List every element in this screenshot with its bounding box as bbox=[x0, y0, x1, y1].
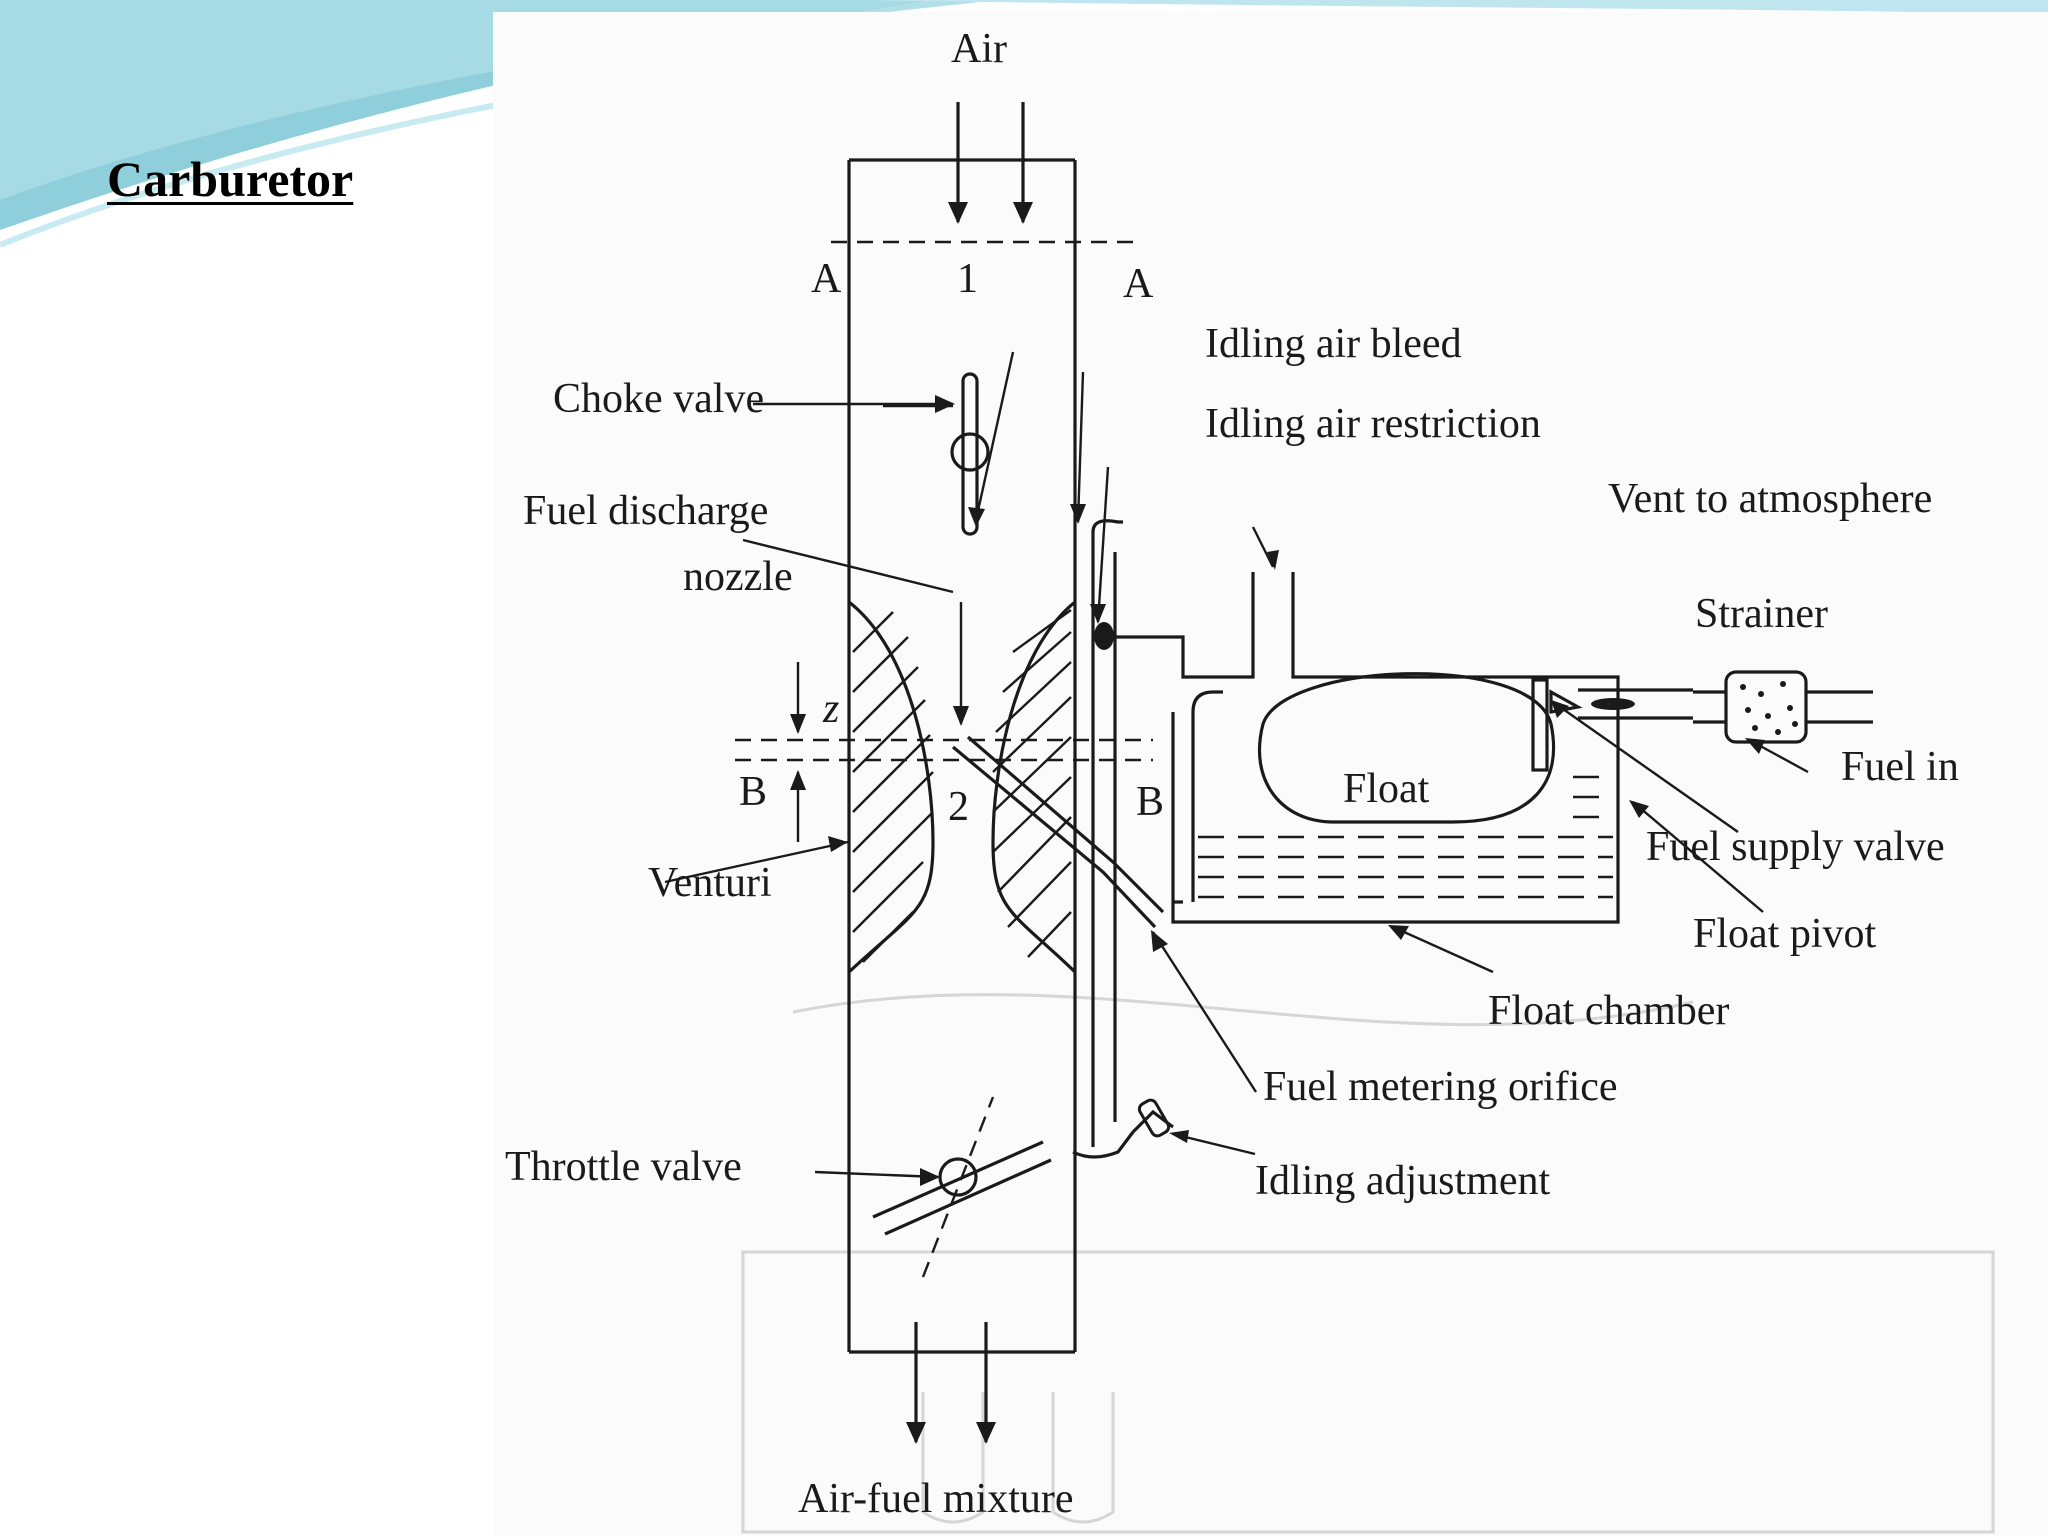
label-float-chamber: Float chamber bbox=[1488, 988, 1729, 1034]
throttle-valve bbox=[814, 1096, 1052, 1278]
strainer bbox=[1693, 670, 1873, 744]
air-inlet-arrows bbox=[948, 102, 1033, 224]
label-fuel-supply-valve: Fuel supply valve bbox=[1646, 824, 1945, 870]
label-throttle-valve: Throttle valve bbox=[505, 1144, 742, 1190]
label-strainer: Strainer bbox=[1695, 591, 1828, 637]
slide-title: Carburetor bbox=[107, 151, 354, 207]
label-float-pivot: Float pivot bbox=[1693, 911, 1877, 957]
venturi bbox=[847, 600, 1077, 974]
label-venturi: Venturi bbox=[648, 860, 772, 906]
label-fuel-metering-orifice: Fuel metering orifice bbox=[1263, 1064, 1618, 1110]
label-idling-air-restriction: Idling air restriction bbox=[1205, 401, 1541, 447]
idle-passage bbox=[1072, 519, 1135, 1159]
outlet-arrows bbox=[906, 1322, 996, 1444]
float-chamber bbox=[1115, 572, 1693, 924]
label-fuel-discharge-line1: Fuel discharge bbox=[523, 488, 768, 534]
fuel-discharge-nozzle bbox=[742, 538, 1165, 929]
label-z: z bbox=[822, 686, 839, 732]
idling-adjustment-screw bbox=[1131, 1098, 1256, 1156]
carburetor-diagram: Air A 1 A Choke valve Idling air bleed I… bbox=[493, 12, 2048, 1536]
label-section-a-right: A bbox=[1123, 261, 1154, 307]
label-fuel-in: Fuel in bbox=[1841, 744, 1959, 790]
label-section-b-right: B bbox=[1136, 779, 1164, 825]
section-b-lines bbox=[735, 662, 1153, 842]
leader-lines bbox=[664, 351, 1809, 1093]
choke-valve bbox=[753, 372, 990, 536]
background-ghost bbox=[741, 993, 1995, 1534]
label-section-b-left: B bbox=[739, 769, 767, 815]
label-idling-adjustment: Idling adjustment bbox=[1255, 1158, 1550, 1204]
label-section-a-left: A bbox=[811, 256, 842, 302]
label-station-2: 2 bbox=[948, 784, 969, 830]
label-station-1: 1 bbox=[957, 256, 978, 302]
label-idling-air-bleed: Idling air bleed bbox=[1205, 321, 1462, 367]
label-choke-valve: Choke valve bbox=[553, 376, 764, 422]
diagram-labels: Air A 1 A Choke valve Idling air bleed I… bbox=[505, 26, 1959, 1522]
label-float: Float bbox=[1343, 766, 1430, 812]
label-air: Air bbox=[951, 26, 1007, 72]
label-vent-to-atmosphere: Vent to atmosphere bbox=[1608, 476, 1932, 522]
label-air-fuel-mixture: Air-fuel mixture bbox=[798, 1476, 1074, 1522]
label-fuel-discharge-line2: nozzle bbox=[683, 554, 793, 600]
